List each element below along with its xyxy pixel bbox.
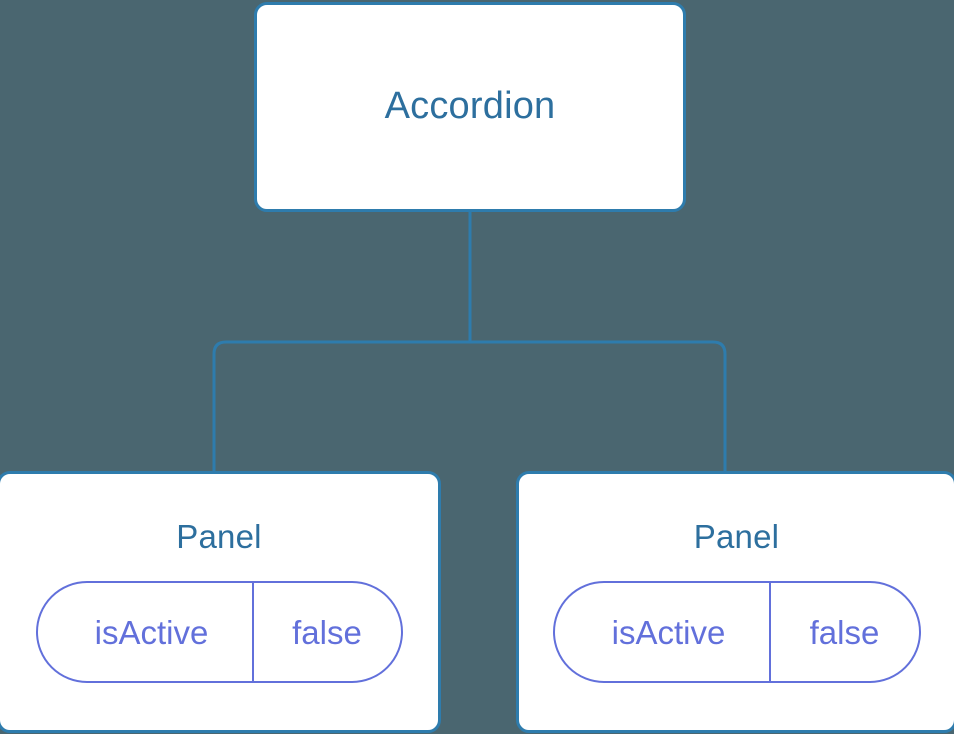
node-panel-2-title: Panel	[693, 518, 780, 555]
prop-value-1: false	[251, 583, 401, 681]
connector-branch-right	[470, 340, 727, 474]
node-accordion[interactable]: Accordion	[254, 2, 686, 212]
prop-value-2: false	[768, 583, 919, 681]
node-panel-1[interactable]: Panel isActive false	[0, 471, 441, 733]
prop-pill-isactive-1[interactable]: isActive false	[35, 581, 403, 683]
node-panel-2[interactable]: Panel isActive false	[516, 471, 954, 733]
node-panel-1-title: Panel	[176, 518, 262, 555]
connector-branch-left	[212, 340, 470, 474]
node-accordion-title: Accordion	[384, 85, 556, 127]
prop-key-2: isActive	[611, 613, 726, 651]
prop-key-1: isActive	[94, 613, 209, 651]
prop-pill-isactive-2[interactable]: isActive false	[552, 581, 921, 683]
